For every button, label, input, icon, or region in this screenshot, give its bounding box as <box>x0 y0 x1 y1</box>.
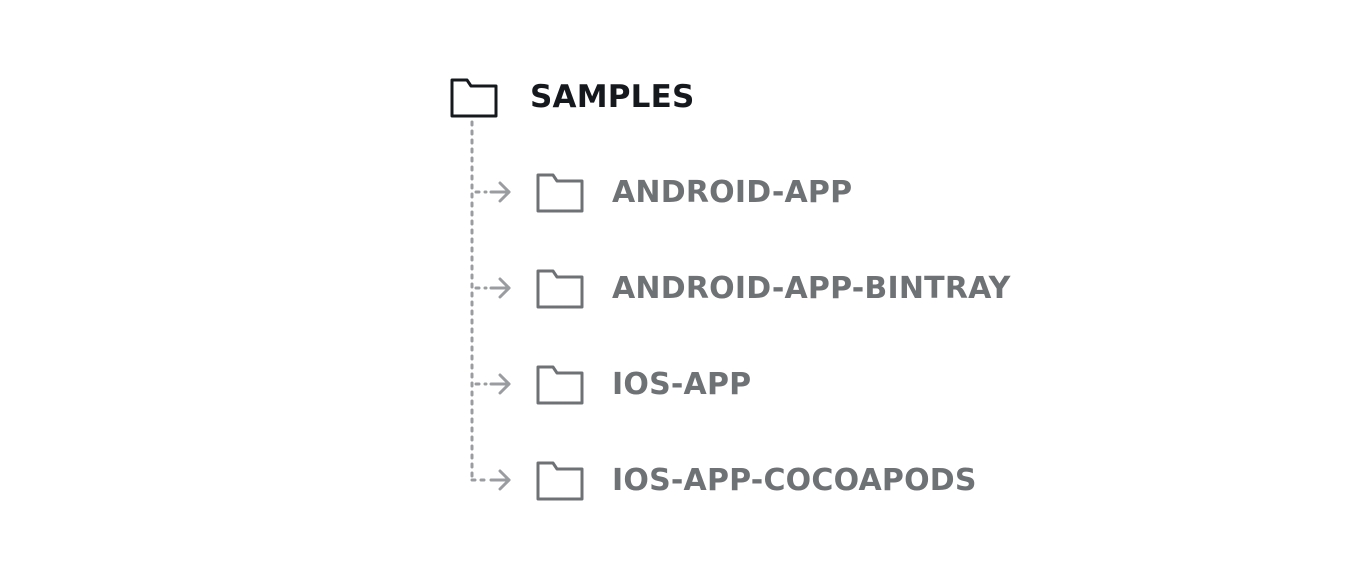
root-folder-label: SAMPLES <box>530 79 695 115</box>
folder-icon <box>536 461 584 501</box>
arrow-right-icon <box>474 181 511 203</box>
folder-icon <box>536 365 584 405</box>
tree-item-ios-app-cocoapods[interactable]: IOS-APP-COCOAPODS <box>536 459 977 501</box>
folder-label: ANDROID-APP <box>612 174 853 210</box>
tree-item-ios-app[interactable]: IOS-APP <box>536 363 751 405</box>
folder-icon <box>450 78 498 118</box>
folder-label: IOS-APP <box>612 366 752 402</box>
folder-icon <box>536 173 584 213</box>
folder-label: IOS-APP-COCOAPODS <box>612 462 977 498</box>
tree-item-android-app[interactable]: ANDROID-APP <box>536 171 852 213</box>
folder-label: ANDROID-APP-BINTRAY <box>612 270 1011 306</box>
folder-icon <box>536 269 584 309</box>
tree-item-android-app-bintray[interactable]: ANDROID-APP-BINTRAY <box>536 267 1011 309</box>
arrow-right-icon <box>474 277 511 299</box>
arrow-right-icon <box>470 469 511 491</box>
arrow-right-icon <box>474 373 511 395</box>
tree-root-samples[interactable]: SAMPLES <box>450 74 695 120</box>
